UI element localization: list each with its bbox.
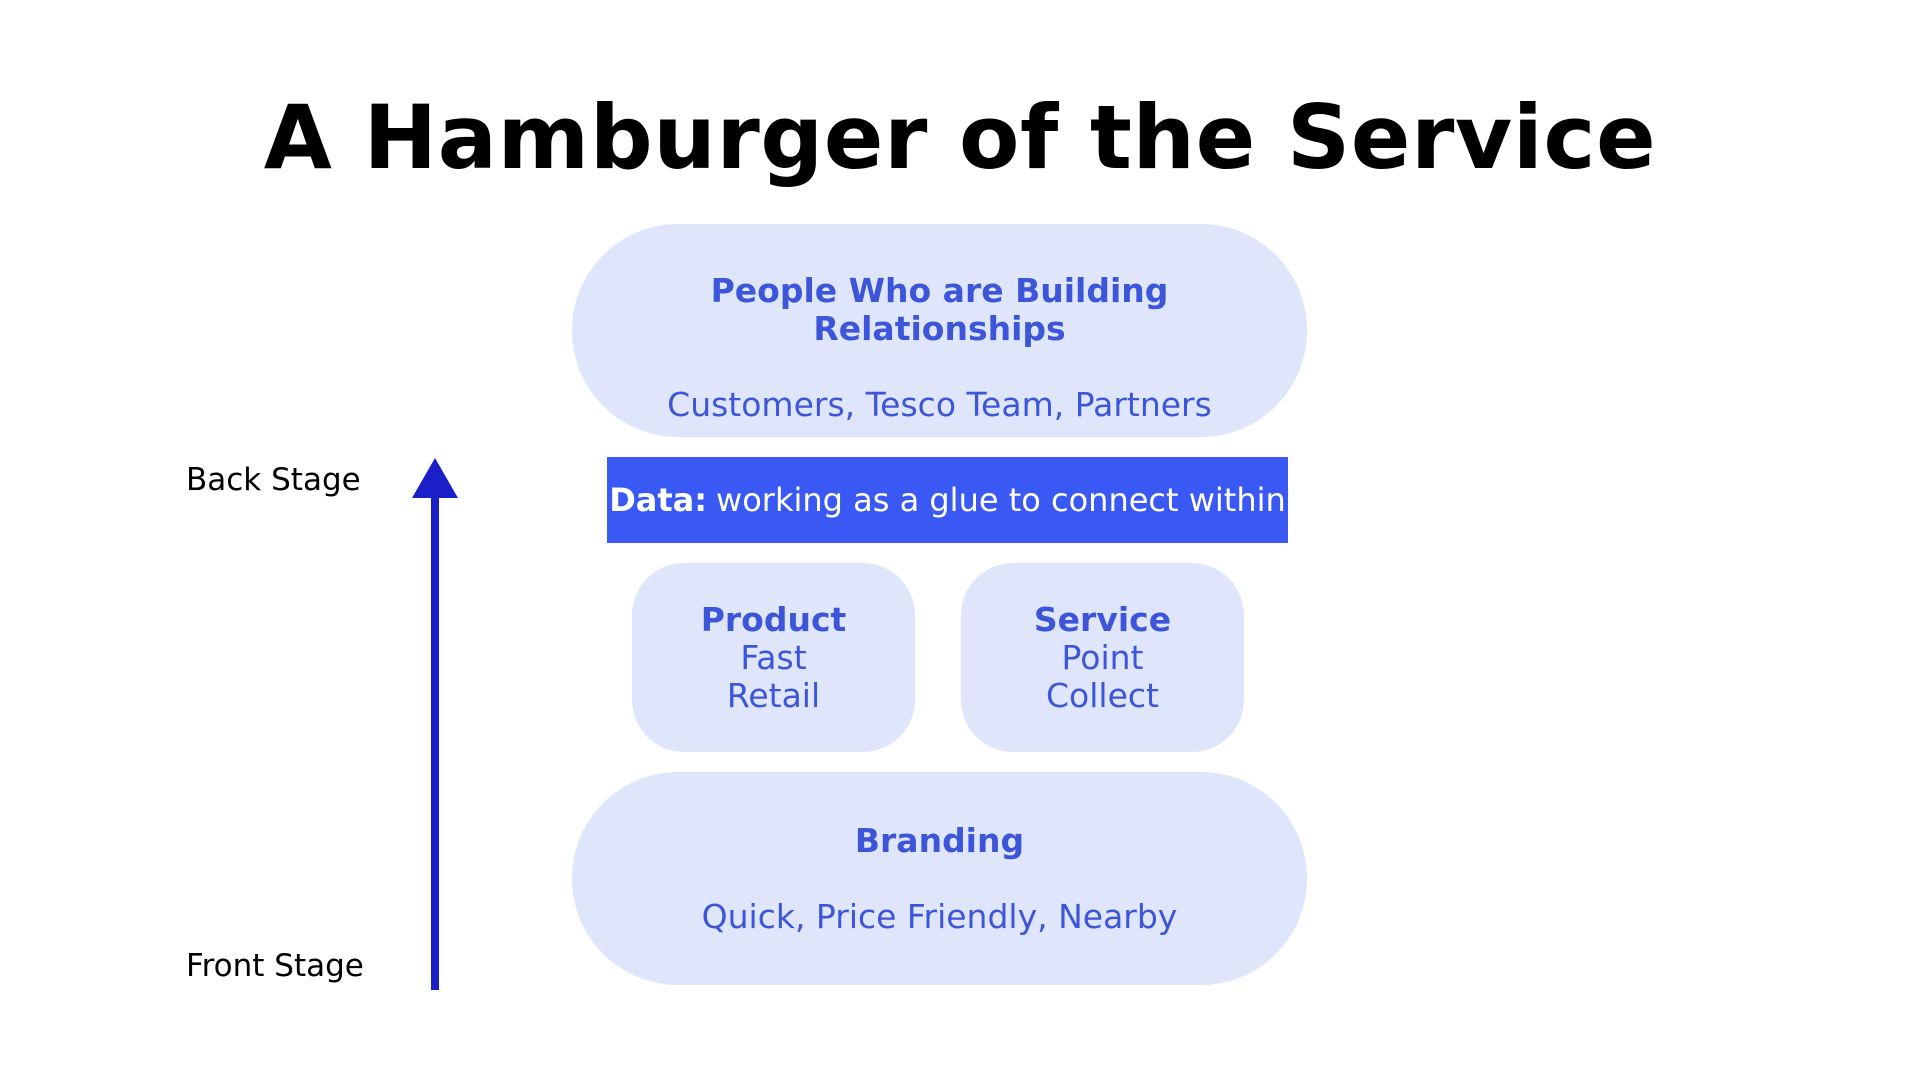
- branding-heading: Branding: [854, 820, 1025, 860]
- product-line-2: Retail: [726, 675, 821, 715]
- product-heading: Product: [700, 599, 847, 639]
- service-line-2: Collect: [1046, 675, 1159, 715]
- arrow-head: [412, 458, 458, 498]
- product-box: Product Fast Retail: [632, 563, 915, 752]
- top-bun-people: People Who are Building Relationships Cu…: [572, 224, 1307, 437]
- diagram-title: A Hamburger of the Service: [263, 86, 1657, 189]
- people-detail: Customers, Tesco Team, Partners: [667, 384, 1212, 424]
- service-heading: Service: [1033, 599, 1172, 639]
- data-text: working as a glue to connect within: [716, 481, 1286, 519]
- arrow-shaft: [431, 495, 439, 990]
- front-stage-label: Front Stage: [186, 948, 364, 984]
- bottom-bun-branding: Branding Quick, Price Friendly, Nearby: [572, 772, 1307, 985]
- data-bar: Data: working as a glue to connect withi…: [607, 457, 1288, 543]
- service-line-1: Point: [1061, 637, 1144, 677]
- branding-detail: Quick, Price Friendly, Nearby: [701, 896, 1178, 936]
- service-box: Service Point Collect: [961, 563, 1244, 752]
- data-key: Data:: [609, 481, 708, 519]
- back-stage-label: Back Stage: [186, 462, 361, 498]
- arrow-up-icon: [412, 458, 458, 990]
- product-line-1: Fast: [740, 637, 807, 677]
- people-heading: People Who are Building Relationships: [710, 270, 1169, 348]
